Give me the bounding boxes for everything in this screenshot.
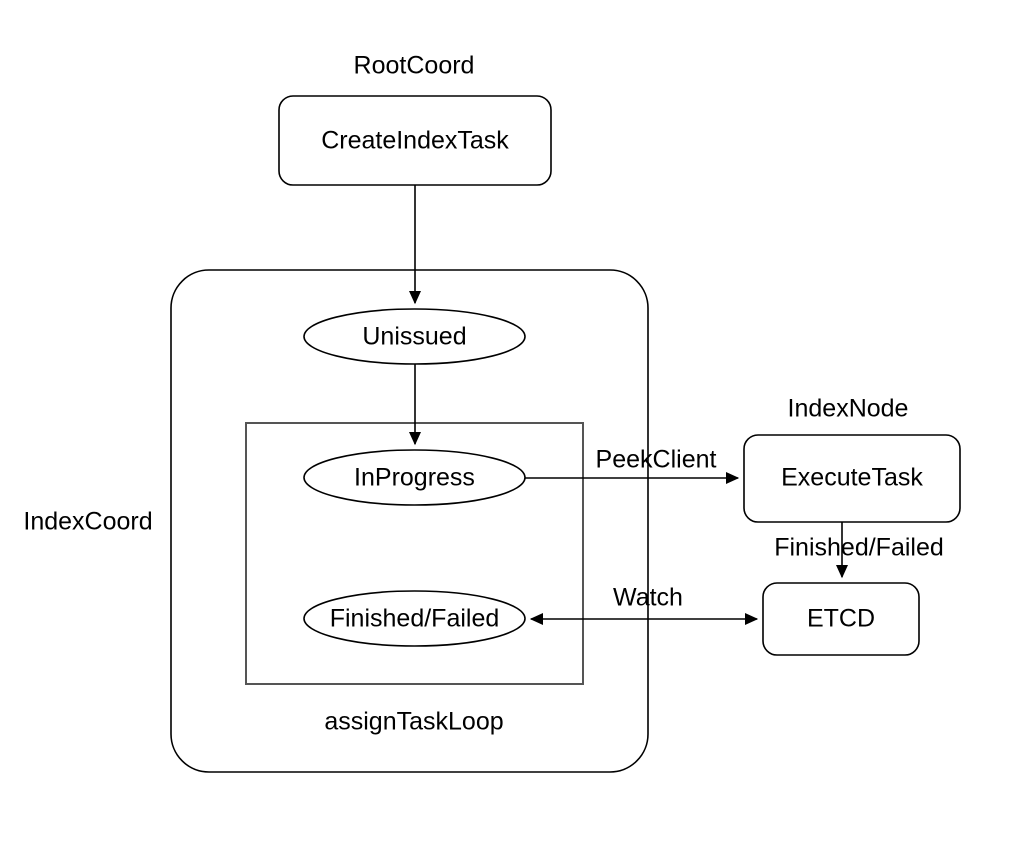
- edge-label-finished-failed: Finished/Failed: [774, 534, 944, 562]
- node-inprogress[interactable]: InProgress: [303, 449, 526, 506]
- node-etcd-shape[interactable]: [762, 582, 920, 656]
- group-indexcoord-boundary: [170, 269, 649, 773]
- group-indexnode-label: IndexNode: [788, 395, 909, 423]
- node-executetask[interactable]: ExecuteTask: [743, 434, 961, 523]
- node-executetask-shape[interactable]: [743, 434, 961, 523]
- node-unissued-label: Unissued: [362, 323, 466, 351]
- edge-executetask-to-etcd: Finished/Failed: [774, 522, 944, 579]
- group-indexcoord: IndexCoord: [23, 269, 649, 773]
- edge-etcd-to-finishedfailed: Watch: [529, 584, 759, 625]
- node-inprogress-label: InProgress: [354, 464, 475, 492]
- node-unissued[interactable]: Unissued: [303, 308, 526, 365]
- node-unissued-shape[interactable]: [303, 308, 526, 365]
- node-finishedfailed[interactable]: Finished/Failed: [303, 590, 526, 647]
- edge-inprogress-to-executetask: PeekClient: [525, 446, 740, 484]
- group-rootcoord-label: RootCoord: [354, 52, 475, 80]
- node-finishedfailed-shape[interactable]: [303, 590, 526, 647]
- edge-label-peekclient: PeekClient: [596, 446, 717, 474]
- group-assigntaskloop-label: assignTaskLoop: [324, 708, 503, 736]
- node-createindextask-shape[interactable]: [278, 95, 552, 186]
- node-etcd-label: ETCD: [807, 605, 875, 633]
- group-indexcoord-label: IndexCoord: [23, 508, 152, 536]
- node-createindextask-label: CreateIndexTask: [321, 127, 509, 155]
- edge-label-watch: Watch: [613, 584, 683, 612]
- node-createindextask[interactable]: CreateIndexTask: [278, 95, 552, 186]
- node-finishedfailed-label: Finished/Failed: [330, 605, 500, 633]
- node-inprogress-shape[interactable]: [303, 449, 526, 506]
- node-etcd[interactable]: ETCD: [762, 582, 920, 656]
- node-executetask-label: ExecuteTask: [781, 464, 923, 492]
